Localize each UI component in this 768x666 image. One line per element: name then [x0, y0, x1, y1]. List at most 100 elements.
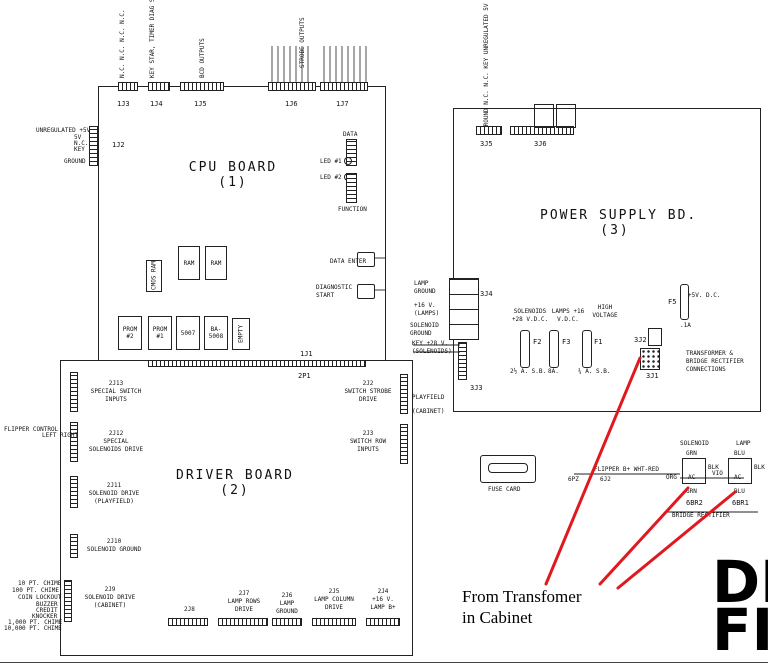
- label-transformer-note: TRANSFORMER & BRIDGE RECTIFIER CONNECTIO…: [686, 350, 744, 373]
- connector-1j5: [180, 82, 224, 91]
- label-6br1: 6BR1: [732, 499, 749, 507]
- chip-ba5008: BA-5008: [204, 316, 228, 350]
- chip-ram-2: RAM: [205, 246, 227, 280]
- connector-2j10: [70, 534, 78, 558]
- power-block-2: [556, 104, 576, 128]
- led1-icon: [344, 157, 352, 165]
- label-cabinet: (CABINET): [412, 408, 445, 415]
- power-supply-board: [453, 108, 761, 412]
- label-led2: LED #2: [320, 174, 342, 181]
- label-diagnostic-start: DIAGNOSTIC START: [316, 284, 353, 299]
- fuse-f2-head: SOLENOIDS +28 V.D.C.: [511, 308, 549, 323]
- rectifier-br1: [728, 458, 752, 484]
- fuse-f5-rating: .1A: [680, 322, 691, 329]
- label-blu-bot: BLU: [734, 488, 745, 495]
- label-3j5: 3J5: [480, 140, 493, 148]
- chime-label-2: COIN LOCKOUT: [18, 594, 62, 601]
- connector-3j4: [449, 278, 479, 340]
- fuse-f1-head: HIGH VOLTAGE: [592, 304, 618, 319]
- connector-3j3: [458, 342, 467, 380]
- label-vio: VIO: [712, 470, 723, 477]
- label-ac-br1: AC: [734, 474, 742, 481]
- label-2j6: 2J6 LAMP GROUND: [276, 592, 298, 615]
- label-blk-2: BLK: [754, 464, 765, 471]
- label-data: DATA: [343, 131, 358, 138]
- fuse-card: [480, 455, 536, 483]
- label-playfield: PLAYFIELD: [412, 394, 445, 401]
- label-2j12: 2J12 SPECIAL SOLENOIDS DRIVE: [88, 430, 144, 453]
- connector-2j11: [70, 476, 78, 508]
- chime-label-3: BUZZER: [36, 601, 58, 608]
- label-2j9: 2J9 SOLENOID DRIVE (CABINET): [84, 586, 136, 609]
- connector-1j2: [89, 126, 98, 166]
- fuse-f1: [582, 330, 592, 368]
- label-j6j2: 6J2: [600, 476, 611, 483]
- chime-label-7: 10,000 PT. CHIME: [4, 625, 62, 632]
- label-3j6: 3J6: [534, 140, 547, 148]
- label-flipper-control: FLIPPER CONTROL: [4, 426, 59, 433]
- data-enter-button: [357, 252, 375, 267]
- fuse-f5-voltage: +5V. D.C.: [688, 292, 721, 299]
- label-unregulated: UNREGULATED +5V: [36, 127, 91, 134]
- fuse-f5: [680, 284, 689, 320]
- cpu-board: [98, 86, 386, 361]
- connector-2j3: [400, 424, 408, 464]
- chip-ram-1: RAM: [178, 246, 200, 280]
- label-blk-1: BLK: [708, 464, 719, 471]
- label-key: KEY: [74, 146, 85, 153]
- label-1j2: 1J2: [112, 141, 125, 149]
- chime-label-1: 100 PT. CHIME: [12, 587, 59, 594]
- label-data-enter: DATA ENTER: [330, 258, 367, 265]
- power-block-1: [534, 104, 554, 128]
- connector-1j4: [148, 82, 170, 91]
- label-solenoid: SOLENOID: [680, 440, 709, 447]
- fuse-f1-rating: ¾ A. S.B.: [578, 368, 611, 375]
- cpu-board-title: CPU BOARD (1): [188, 160, 278, 190]
- label-grn-bot: GRN: [686, 488, 697, 495]
- label-ac-br2: AC: [688, 474, 696, 481]
- connector-3j6: [510, 126, 574, 135]
- label-1j6: 1J6: [285, 100, 298, 108]
- label-2j8: 2J8: [184, 606, 195, 613]
- label-ground: GROUND: [64, 158, 86, 165]
- label-nc: N.C.: [74, 140, 89, 147]
- driver-board-title: DRIVER BOARD (2): [176, 468, 294, 498]
- label-2j4: 2J4 +16 V. LAMP B+: [370, 588, 396, 611]
- label-key-28v: KEY +28 V. (SOLENOIDS): [412, 340, 452, 355]
- label-2j3: 2J3 SWITCH ROW INPUTS: [349, 430, 387, 453]
- connector-2j13: [70, 372, 78, 412]
- chip-prom-2: PROM #2: [118, 316, 142, 350]
- connector-2j6: [272, 618, 302, 626]
- corner-text-top: DI: [712, 548, 768, 616]
- label-left-right: LEFT RIGHT: [42, 432, 79, 439]
- annotation-text: From Transfomer in Cabinet: [462, 586, 581, 628]
- fuse-f2-id: F2: [533, 338, 542, 346]
- label-3j2: 3J2: [634, 336, 647, 344]
- label-org: ORG: [666, 474, 677, 481]
- label-lamp-ground: LAMP GROUND: [414, 280, 436, 295]
- fuse-f2: [520, 330, 530, 368]
- fuse-f3-id: F3: [562, 338, 571, 346]
- connector-1j3: [118, 82, 138, 91]
- connector-2j2: [400, 374, 408, 414]
- connector-1j6: [268, 82, 316, 91]
- strobe-pin-lines: [271, 46, 367, 82]
- label-3j3: 3J3: [470, 384, 483, 392]
- label-2j5: 2J5 LAMP COLUMN DRIVE: [314, 588, 354, 611]
- label-function: FUNCTION: [338, 206, 367, 213]
- label-lamp: LAMP: [736, 440, 751, 447]
- label-bridge-rectifier: BRIDGE RECTIFIER: [672, 512, 730, 519]
- connector-2j9: [64, 580, 72, 622]
- chime-label-5: KNOCKER: [32, 613, 58, 620]
- label-j6pz: 6PZ: [568, 476, 579, 483]
- fuse-card-fuse: [488, 463, 528, 473]
- function-dip-switch: [346, 173, 357, 203]
- annotation-line1: From Transfomer: [462, 587, 582, 606]
- fuse-f1-id: F1: [594, 338, 603, 346]
- connector-2j7: [218, 618, 268, 626]
- label-led1: LED #1: [320, 158, 342, 165]
- connector-2j4: [366, 618, 400, 626]
- label-blu-top: BLU: [734, 450, 745, 457]
- label-3j4: 3J4: [480, 290, 493, 298]
